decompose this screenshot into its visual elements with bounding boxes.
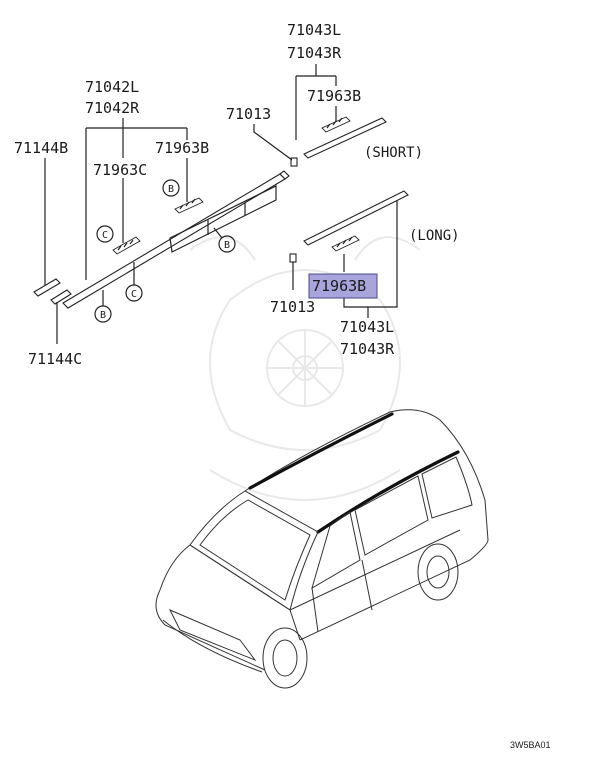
molding-panel-outline [169,185,277,253]
clip-71963b-short [321,116,351,133]
clip-71963b-middle [174,197,204,214]
end-cap-71144b [33,278,61,297]
roof-rail-short [316,450,460,534]
svg-text:B: B [168,184,174,195]
label-71042r: 71042R [85,99,140,117]
label-71144c: 71144C [28,350,82,368]
callout-b-panel: B [213,227,236,253]
label-71043l-top: 71043L [287,21,341,39]
short-molding-strip [303,117,387,159]
svg-text:B: B [224,240,230,251]
leader-lines-left [44,118,188,344]
label-71043r-top: 71043R [287,44,342,62]
rear-wheel [417,543,459,601]
long-molding-strip [303,190,409,246]
watermark-emblem [189,236,421,501]
figure-code: 3W5BA01 [510,740,551,750]
roof-molding-end [279,170,290,180]
clip-71963b-long [331,235,360,252]
label-71043l-bottom: 71043L [340,318,394,336]
label-71963c: 71963C [93,161,147,179]
callout-b-lower: B [94,290,112,323]
label-71963b-highlight[interactable]: 71963B [312,277,366,295]
label-71042l: 71042L [85,78,139,96]
clip-71963c-upper [112,236,141,255]
end-cap-71144c [50,289,72,305]
callout-c-upper: C [96,225,114,243]
roof-molding-left-group [33,170,290,309]
label-71963b-mid: 71963B [155,139,209,157]
note-short: (SHORT) [364,145,423,161]
label-71013-top: 71013 [226,105,271,123]
label-71144b: 71144B [14,139,68,157]
short-molding-group [253,64,387,167]
callout-c-lower: C [125,262,143,302]
label-71963b-top: 71963B [307,87,361,105]
joint-piece-71013-bottom [289,253,297,263]
front-wheel [262,627,308,689]
label-71043r-bottom: 71043R [340,340,395,358]
long-molding-group [289,190,409,318]
svg-text:B: B [100,310,106,321]
minivan-illustration [155,409,489,689]
roof-rail-long [248,412,394,490]
svg-text:C: C [131,289,137,300]
svg-text:C: C [102,230,108,241]
joint-piece-71013-top [290,157,298,167]
label-71013-bottom: 71013 [270,298,315,316]
highlight-box[interactable] [308,273,378,299]
note-long: (LONG) [409,228,460,244]
callout-b-upper: B [162,179,180,197]
